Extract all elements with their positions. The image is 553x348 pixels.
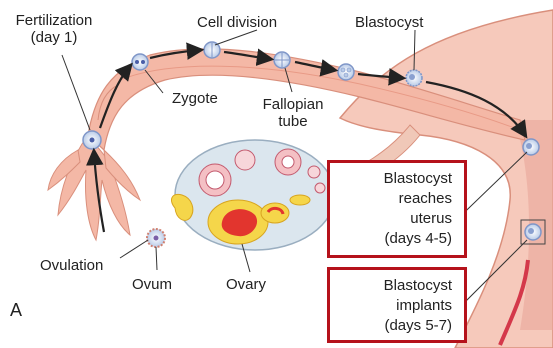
implants-line1: Blastocyst <box>338 276 452 296</box>
label-cell-division: Cell division <box>197 14 277 31</box>
fimbriae <box>48 135 140 240</box>
label-fallopian-line1: Fallopian <box>258 96 328 113</box>
label-fertilization-line1: Fertilization <box>4 12 104 29</box>
label-fallopian-line2: tube <box>258 113 328 130</box>
reaches-uterus-line1: Blastocyst <box>338 169 452 189</box>
callout-implants: Blastocyst implants (days 5-7) <box>327 267 467 343</box>
label-fertilization: Fertilization (day 1) <box>4 12 104 46</box>
four-cell <box>274 52 290 68</box>
morula-cell <box>338 64 354 80</box>
label-blastocyst: Blastocyst <box>355 14 423 31</box>
fertilized-egg <box>83 131 101 149</box>
ovum <box>147 229 165 247</box>
implants-line3: (days 5-7) <box>338 316 452 336</box>
label-ovary: Ovary <box>226 276 266 293</box>
label-fertilization-line2: (day 1) <box>4 29 104 46</box>
reaches-uterus-line3: uterus <box>338 209 452 229</box>
reaches-uterus-line4: (days 4-5) <box>338 229 452 249</box>
implants-line2: implants <box>338 296 452 316</box>
callout-reaches-uterus: Blastocyst reaches uterus (days 4-5) <box>327 160 467 258</box>
blastocyst-cell <box>406 70 422 86</box>
label-ovulation: Ovulation <box>40 257 103 274</box>
label-fallopian-tube: Fallopian tube <box>258 96 328 130</box>
zygote-cell <box>132 54 148 70</box>
label-ovum: Ovum <box>132 276 172 293</box>
reaches-uterus-line2: reaches <box>338 189 452 209</box>
label-zygote: Zygote <box>172 90 218 107</box>
uterus-blastocyst <box>523 139 539 155</box>
panel-label: A <box>10 300 22 321</box>
